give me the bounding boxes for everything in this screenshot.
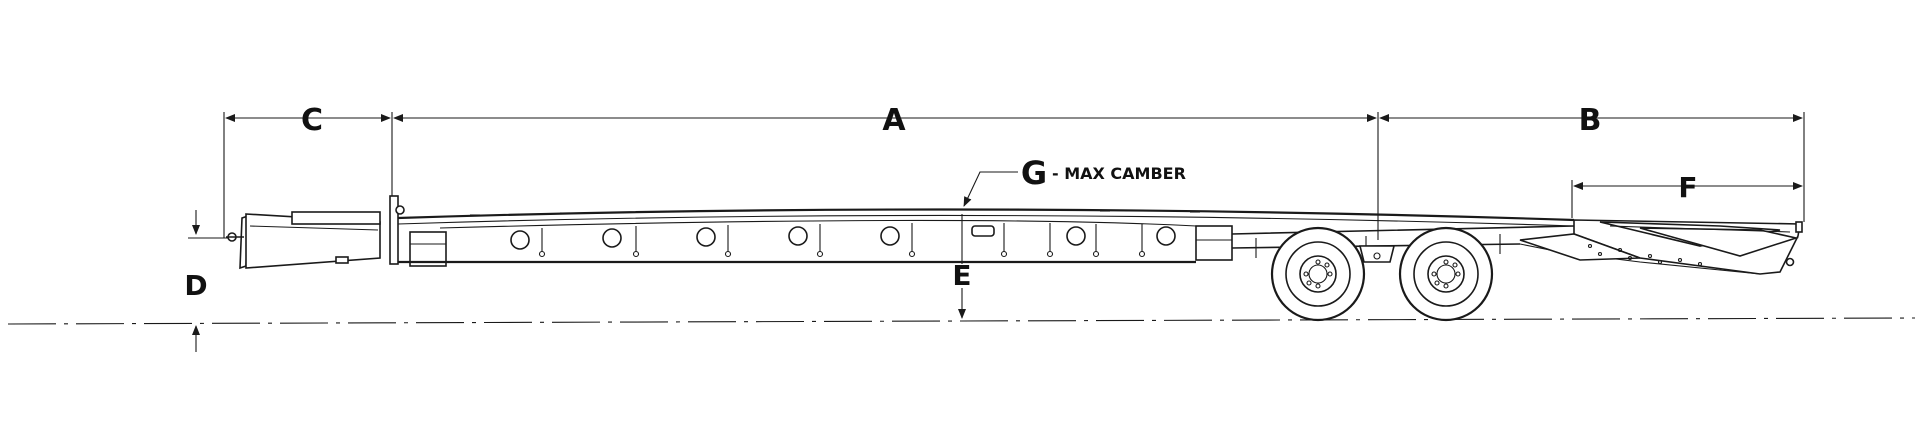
deck-top [397, 208, 1575, 222]
dimension-label-d: D [184, 269, 207, 302]
hitch-box [291, 211, 381, 225]
beavertail-bolts [1587, 243, 1703, 267]
beavertail-skirt [1519, 233, 1641, 261]
dimension-label-f: F [1678, 171, 1697, 204]
ground-line [7, 317, 1916, 325]
front-post [389, 195, 399, 265]
hitch-neck-detail [249, 225, 379, 231]
camber-note: - MAX CAMBER [1052, 164, 1186, 183]
tire-front [1270, 226, 1366, 322]
dimension-label-e: E [952, 259, 971, 292]
main-beam-upper [439, 219, 1197, 229]
dimension-label-g: G [1021, 154, 1047, 192]
frame-holes [510, 226, 1176, 250]
front-bracket [409, 231, 447, 267]
frame-hangers [538, 223, 1146, 258]
dimension-label-a: A [882, 103, 906, 138]
equalizer-pin [1373, 252, 1381, 260]
rear-hook [1785, 257, 1795, 267]
rear-bracket [1195, 225, 1233, 261]
front-post-pin [395, 205, 405, 215]
jack-foot [335, 256, 349, 264]
ramp-edge [1609, 225, 1791, 233]
axle-frame [1231, 225, 1580, 235]
tire-rear [1398, 226, 1494, 322]
camber-leader [963, 171, 1018, 207]
deck-top-inner [397, 214, 1575, 227]
dimension-label-b: B [1579, 103, 1602, 138]
center-plate [971, 225, 995, 237]
trailer-body [226, 195, 1803, 322]
dimension-label-c: C [301, 103, 323, 138]
stake-pockets [470, 209, 1470, 218]
rear-light [1795, 221, 1803, 233]
